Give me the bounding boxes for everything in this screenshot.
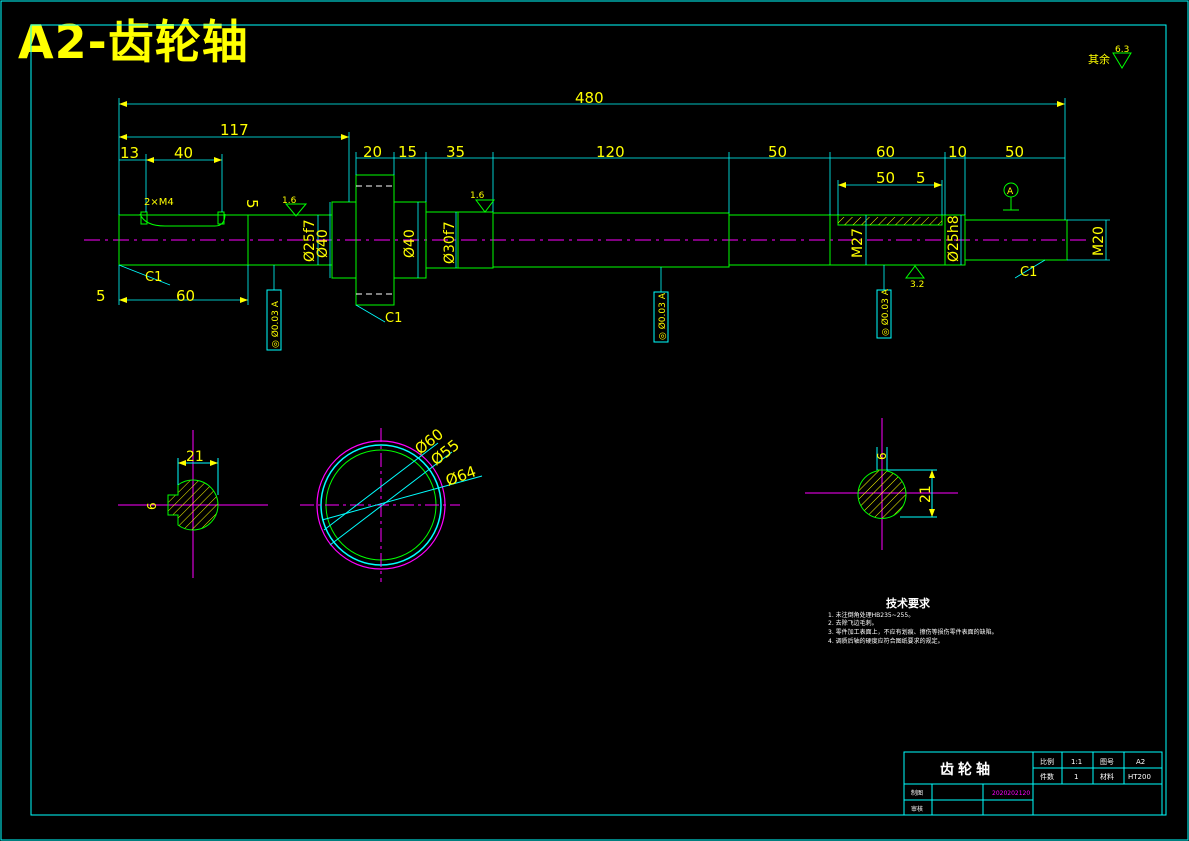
- rough-32: 3.2: [910, 280, 924, 290]
- dia-40a: Ø40: [315, 229, 331, 258]
- inner-frame: [30, 24, 1167, 816]
- dim-5b: 5: [243, 199, 261, 209]
- chamfer-c1a: C1: [145, 270, 162, 285]
- chamfer-c1b: C1: [385, 311, 402, 326]
- left-section-key: 6: [145, 502, 159, 510]
- diameter-texts: Ø25f7 Ø40 Ø40 Ø30f7 M27 Ø25h8 M20: [302, 215, 1107, 264]
- roughness-value: 6.3: [1115, 45, 1129, 55]
- qty-value: 1: [1074, 773, 1078, 781]
- dim-60a: 60: [876, 143, 895, 161]
- dim-50a: 50: [768, 143, 787, 161]
- material-label: 材料: [1100, 772, 1114, 781]
- qty-label: 件数: [1040, 772, 1054, 781]
- drawn-label: 制图: [911, 789, 923, 797]
- scale-label: 比例: [1040, 757, 1054, 766]
- right-section-view: 6 21: [805, 418, 958, 550]
- dia-25f7: Ø25f7: [302, 219, 318, 262]
- left-section-width: 21: [186, 449, 204, 465]
- right-keyway-hatch: [838, 217, 942, 225]
- rough-16a: 1.6: [282, 196, 297, 206]
- left-section-view: 21 6: [118, 430, 268, 578]
- dimension-lines: [118, 98, 1110, 323]
- dim-35: 35: [446, 143, 465, 161]
- roughness-note: 其余 6.3: [1088, 45, 1132, 69]
- dim-13: 13: [120, 144, 139, 162]
- dim-40: 40: [174, 144, 193, 162]
- drawing-no-label: 图号: [1100, 758, 1114, 766]
- chamfer-c1c: C1: [1020, 265, 1037, 280]
- dim-50b: 50: [1005, 143, 1024, 161]
- runout-1: ◎ Ø0.03 A: [270, 300, 281, 348]
- right-section-key: 6: [875, 452, 889, 460]
- tech-item-2: 2. 去除飞边毛刺。: [828, 619, 878, 627]
- thread-note: 2×M4: [144, 197, 174, 208]
- dia-40b: Ø40: [402, 229, 418, 258]
- tech-item-4: 4. 调质后轴的硬度应符合图纸要求的规定。: [828, 637, 944, 645]
- roughness-label: 其余: [1088, 52, 1110, 66]
- gear-section-view: Ø60 Ø55 Ø64: [300, 425, 483, 582]
- runout-frames: ◎ Ø0.03 A ◎ Ø0.03 A ◎ Ø0.03 A: [266, 288, 892, 351]
- dim-15: 15: [398, 143, 417, 161]
- material-value: HT200: [1128, 773, 1151, 781]
- dim-5a: 5: [916, 169, 926, 187]
- drawing-no-value: A2: [1136, 758, 1145, 766]
- title-block-name: 齿轮轴: [940, 761, 994, 778]
- dim-10: 10: [948, 143, 967, 161]
- gear-d64: Ø64: [443, 462, 478, 489]
- title-block: [903, 751, 1163, 816]
- runout-2: ◎ Ø0.03 A: [657, 292, 668, 340]
- thread-m27: M27: [850, 228, 866, 258]
- datum-label: A: [1007, 187, 1014, 197]
- drawn-value: 2020202120: [992, 790, 1030, 797]
- right-section-depth: 21: [918, 485, 934, 503]
- thread-m20: M20: [1091, 226, 1107, 256]
- dim-20: 20: [363, 143, 382, 161]
- runout-3: ◎ Ø0.03 A: [880, 288, 891, 336]
- dim-50c: 50: [876, 169, 895, 187]
- tech-title: 技术要求: [886, 596, 931, 610]
- title-block-texts: 齿轮轴 比例 1:1 图号 A2 件数 1 材料 HT200 制图 202020…: [911, 757, 1151, 813]
- tech-item-3: 3. 零件加工表面上，不应有划痕、擦伤等损伤零件表面的缺陷。: [828, 628, 998, 636]
- dia-30f7: Ø30f7: [442, 221, 458, 264]
- dim-117: 117: [220, 121, 249, 139]
- dimension-texts: 480 117 13 40 20 15 35 120 50 60 10 50 5…: [96, 89, 1037, 326]
- datum-a-symbol: A: [1003, 182, 1019, 211]
- checked-label: 审核: [911, 805, 923, 813]
- shaft-outline: [118, 174, 1068, 306]
- technical-requirements: 技术要求 1. 未注倒角处理HB235~255。 2. 去除飞边毛刺。 3. 零…: [828, 596, 998, 645]
- dia-25h8: Ø25h8: [946, 215, 962, 262]
- dim-120: 120: [596, 143, 625, 161]
- dim-60b: 60: [176, 287, 195, 305]
- scale-value: 1:1: [1071, 758, 1082, 766]
- dim-overall: 480: [575, 89, 604, 107]
- rough-16b: 1.6: [470, 191, 485, 201]
- drawing-title: A2-齿轮轴: [18, 15, 249, 69]
- dim-5c: 5: [96, 287, 106, 305]
- tech-item-1: 1. 未注倒角处理HB235~255。: [828, 611, 914, 619]
